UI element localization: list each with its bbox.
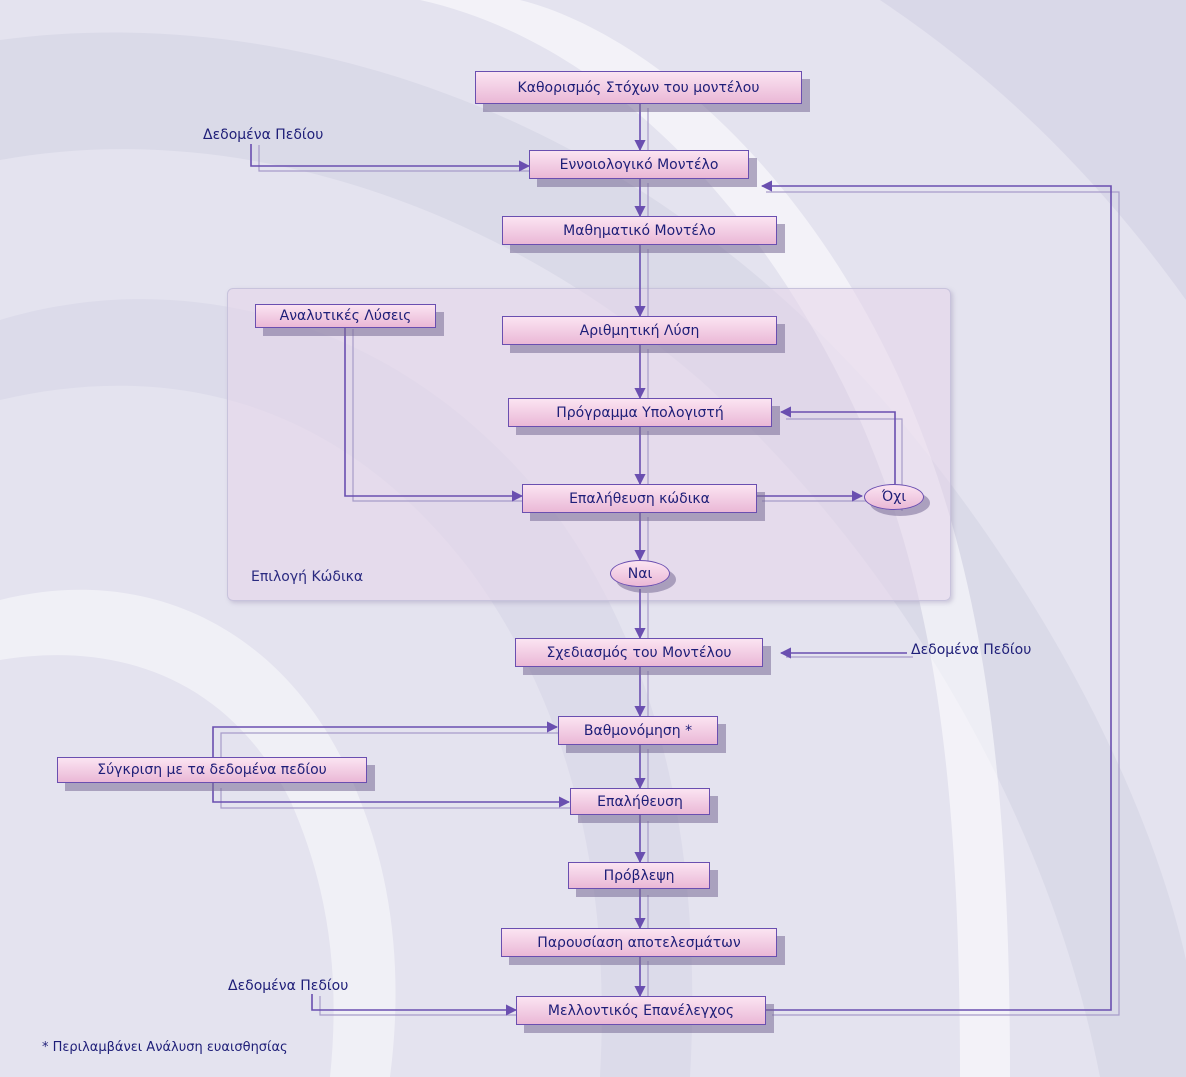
field-data-label-mid: Δεδομένα Πεδίου — [911, 642, 1032, 658]
node-mathematical-model: Μαθηματικό Μοντέλο — [502, 216, 777, 245]
node-model-design: Σχεδιασμός του Μοντέλου — [515, 638, 763, 667]
field-data-label-bottom: Δεδομένα Πεδίου — [228, 978, 349, 994]
node-results-presentation: Παρουσίαση αποτελεσμάτων — [501, 928, 777, 957]
node-conceptual-model: Εννοιολογικό Μοντέλο — [529, 150, 749, 179]
node-goals: Καθορισμός Στόχων του μοντέλου — [475, 71, 802, 104]
node-postaudit: Μελλοντικός Επανέλεγχος — [516, 996, 766, 1025]
decision-yes: Ναι — [610, 560, 670, 587]
code-selection-label: Επιλογή Κώδικα — [251, 569, 364, 585]
node-field-data-comparison: Σύγκριση με τα δεδομένα πεδίου — [57, 757, 367, 783]
decision-no: Όχι — [864, 484, 924, 510]
node-analytical-solutions: Αναλυτικές Λύσεις — [255, 304, 436, 328]
node-calibration: Βαθμονόμηση * — [558, 716, 718, 745]
field-data-label-top: Δεδομένα Πεδίου — [203, 127, 324, 143]
node-prediction: Πρόβλεψη — [568, 862, 710, 889]
node-code-verification: Επαλήθευση κώδικα — [522, 484, 757, 513]
node-numerical-solution: Αριθμητική Λύση — [502, 316, 777, 345]
node-computer-program: Πρόγραμμα Υπολογιστή — [508, 398, 772, 427]
node-verification: Επαλήθευση — [570, 788, 710, 815]
footnote: * Περιλαμβάνει Ανάλυση ευαισθησίας — [42, 1040, 288, 1055]
